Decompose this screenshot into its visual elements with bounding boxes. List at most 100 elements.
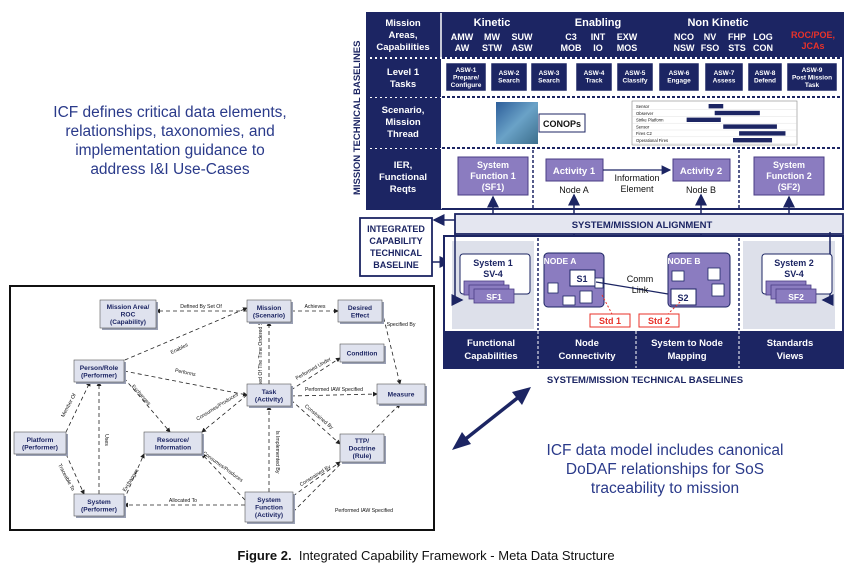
svg-text:TTP/: TTP/: [355, 438, 369, 445]
er-edge: [65, 381, 91, 433]
svg-text:(Performer): (Performer): [81, 506, 117, 513]
code-fhp: FHP: [728, 32, 746, 42]
svg-text:(Performer): (Performer): [81, 372, 117, 379]
icb-box: INTEGRATED CAPABILITY TECHNICAL BASELINE: [359, 217, 433, 277]
code-mob: MOB: [561, 43, 582, 53]
svg-text:Thread: Thread: [387, 129, 419, 140]
row-label-mission-areas: Mission Areas, Capabilities: [376, 18, 429, 53]
er-edge-label: Performed IAW Specified: [335, 508, 393, 514]
svg-text:Post Mission: Post Mission: [792, 75, 832, 82]
std2-tag: Std 2: [638, 313, 680, 328]
gantt-row: Strike Platform: [636, 118, 664, 123]
er-edge-label: Is Implemented By: [274, 431, 280, 474]
group-enabling: Enabling: [575, 17, 621, 29]
svg-text:System: System: [477, 160, 509, 170]
svg-text:Functional: Functional: [379, 172, 427, 183]
svg-text:ASW-3: ASW-3: [539, 70, 560, 77]
svg-text:Functional: Functional: [467, 338, 515, 349]
svg-text:Resource/: Resource/: [157, 437, 189, 444]
code-c3: C3: [565, 32, 577, 42]
svg-text:ASW-8: ASW-8: [755, 70, 776, 77]
svg-text:Condition: Condition: [347, 351, 378, 358]
svg-text:Activity 2: Activity 2: [680, 166, 722, 177]
svg-text:Tasks: Tasks: [390, 79, 416, 90]
svg-text:Node B: Node B: [686, 185, 716, 195]
right-description: ICF data model includes canonical DoDAF …: [546, 442, 784, 497]
svg-text:S1: S1: [576, 274, 587, 284]
svg-text:CAPABILITY: CAPABILITY: [369, 236, 422, 246]
code-fso: FSO: [701, 43, 720, 53]
comm-link-label-2: Link: [632, 285, 649, 295]
er-node-system: System(Performer): [73, 493, 126, 518]
comm-link-label: Comm: [627, 274, 654, 284]
code-io: IO: [593, 43, 603, 53]
alignment-label: SYSTEM/MISSION ALIGNMENT: [572, 220, 713, 231]
svg-text:Std 1: Std 1: [599, 316, 621, 326]
smtb-label: SYSTEM/MISSION TECHNICAL BASELINES: [547, 375, 743, 386]
er-edge-label: Defined By Set Of: [180, 304, 222, 310]
svg-text:ASW-2: ASW-2: [499, 70, 520, 77]
svg-text:(Activity): (Activity): [255, 396, 283, 403]
node-a-card: NODE A S1: [543, 252, 605, 308]
er-nodes: Mission Area/ROC(Capability)Mission(Scen…: [13, 299, 427, 524]
svg-text:Connectivity: Connectivity: [558, 351, 616, 362]
svg-text:Level 1: Level 1: [387, 67, 420, 78]
label-standards-views: Standards Views: [767, 338, 813, 362]
svg-text:Function 1: Function 1: [470, 171, 516, 181]
svg-text:Mission: Mission: [257, 305, 282, 312]
svg-text:Activity 1: Activity 1: [553, 166, 596, 177]
svg-text:Mission Area/: Mission Area/: [107, 304, 150, 311]
svg-text:ASW-7: ASW-7: [714, 70, 735, 77]
ier-sf2-box: System Function 2 (SF2): [753, 156, 825, 196]
code-aw: AW: [455, 43, 470, 53]
svg-text:Effect: Effect: [351, 312, 370, 319]
er-node-person-role: Person/Role(Performer): [73, 359, 126, 384]
svg-text:Node A: Node A: [559, 185, 589, 195]
roc-label: ROC/POE,: [791, 30, 835, 40]
code-amw: AMW: [451, 32, 474, 42]
er-edge: [201, 394, 248, 433]
er-edge-label: Performs: [174, 368, 196, 378]
code-suw: SUW: [512, 32, 534, 42]
code-nsw: NSW: [674, 43, 696, 53]
svg-text:Mission: Mission: [385, 18, 421, 29]
gantt-row: Sensor: [636, 124, 650, 129]
gantt-bar: [714, 110, 760, 116]
information-element-label: Information: [614, 173, 659, 183]
svg-text:Node: Node: [575, 338, 599, 349]
svg-text:Track: Track: [586, 78, 603, 85]
svg-text:System 1: System 1: [473, 258, 513, 268]
er-edge: [123, 377, 171, 433]
svg-text:Engage: Engage: [667, 78, 691, 85]
svg-text:Std 2: Std 2: [648, 316, 670, 326]
svg-text:S2: S2: [677, 293, 688, 303]
svg-text:(SF1): (SF1): [482, 182, 505, 192]
code-asw: ASW: [512, 43, 534, 53]
svg-text:Information: Information: [155, 444, 191, 451]
er-edge: [290, 357, 341, 391]
gantt-row: Operational Fires: [636, 138, 668, 143]
er-node-ttp: TTP/Doctrine(Rule): [339, 433, 386, 464]
er-edge-label: Performed IAW Specified: [305, 387, 363, 393]
conops-image: [496, 102, 538, 144]
svg-text:Capabilities: Capabilities: [376, 42, 429, 53]
svg-text:Scenario,: Scenario,: [382, 105, 425, 116]
ier-sf1-box: System Function 1 (SF1): [457, 156, 529, 196]
er-diagram-frame: [9, 285, 435, 531]
svg-text:(Performer): (Performer): [22, 444, 58, 451]
svg-text:Classify: Classify: [623, 78, 648, 85]
gantt-bar: [686, 117, 721, 122]
svg-text:SF1: SF1: [486, 292, 502, 302]
group-kinetic: Kinetic: [474, 17, 511, 29]
svg-text:Measure: Measure: [388, 392, 415, 399]
svg-text:ASW-4: ASW-4: [584, 70, 605, 77]
er-edge-label: Specified By: [387, 322, 416, 328]
svg-text:TECHNICAL: TECHNICAL: [370, 248, 422, 258]
